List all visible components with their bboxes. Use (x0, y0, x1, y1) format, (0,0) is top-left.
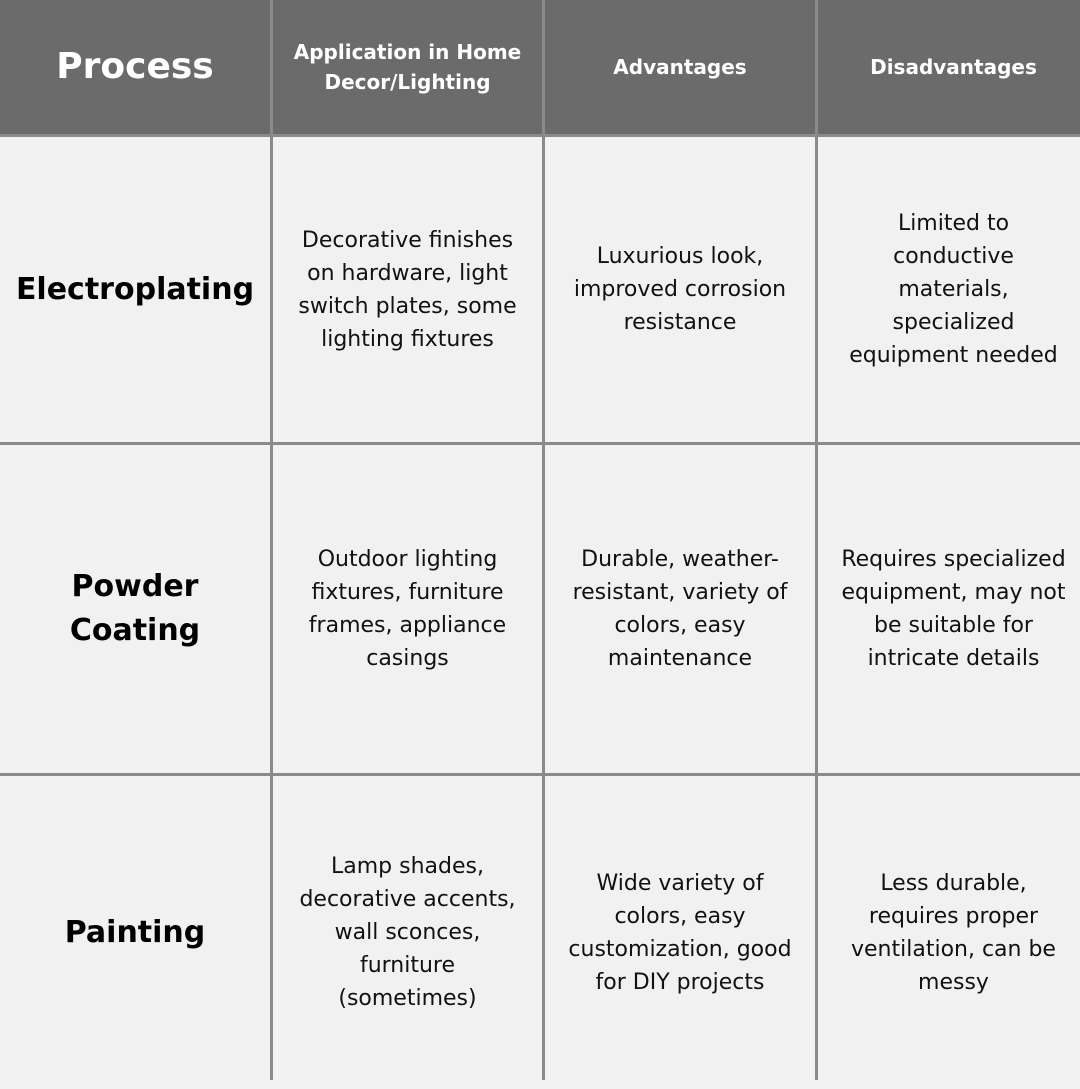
disadvantages-text: Limited to conductive materials, special… (849, 211, 1058, 368)
disadvantages-text: Requires specialized equipment, may not … (841, 547, 1066, 671)
row-painting-advantages: Wide variety of colors, easy customizati… (545, 776, 815, 1089)
header-disadvantages: Disadvantages (818, 0, 1080, 134)
row-painting-disadvantages: Less durable, requires proper ventilatio… (818, 776, 1080, 1089)
process-name: Painting (64, 914, 206, 950)
process-name: Powder Coating (69, 569, 201, 648)
row-electroplating-disadvantages: Limited to conductive materials, special… (818, 137, 1080, 442)
header-process-label: Process (56, 46, 214, 87)
advantages-text: Durable, weather-resistant, variety of c… (572, 547, 788, 671)
application-text: Lamp shades, decorative accents, wall sc… (299, 854, 516, 1011)
header-advantages: Advantages (545, 0, 815, 134)
row-powder-coating-process: Powder Coating (0, 445, 270, 773)
application-text: Outdoor lighting fixtures, furniture fra… (308, 547, 507, 671)
disadvantages-text: Less durable, requires proper ventilatio… (851, 870, 1056, 995)
header-application: Application in Home Decor/Lighting (273, 0, 542, 134)
advantages-text: Luxurious look, improved corrosion resis… (573, 244, 787, 335)
header-application-label: Application in Home Decor/Lighting (293, 40, 522, 94)
row-painting-process: Painting (0, 776, 270, 1089)
header-process: Process (0, 0, 270, 134)
header-disadvantages-label: Disadvantages (870, 55, 1037, 79)
row-electroplating-advantages: Luxurious look, improved corrosion resis… (545, 137, 815, 442)
row-powder-coating-disadvantages: Requires specialized equipment, may not … (818, 445, 1080, 773)
row-powder-coating-advantages: Durable, weather-resistant, variety of c… (545, 445, 815, 773)
row-electroplating-process: Electroplating (0, 137, 270, 442)
application-text: Decorative finishes on hardware, light s… (298, 227, 517, 352)
row-painting-application: Lamp shades, decorative accents, wall sc… (273, 776, 542, 1089)
row-electroplating-application: Decorative finishes on hardware, light s… (273, 137, 542, 442)
header-advantages-label: Advantages (613, 55, 747, 79)
advantages-text: Wide variety of colors, easy customizati… (568, 870, 792, 995)
row-powder-coating-application: Outdoor lighting fixtures, furniture fra… (273, 445, 542, 773)
process-name: Electroplating (15, 271, 255, 307)
